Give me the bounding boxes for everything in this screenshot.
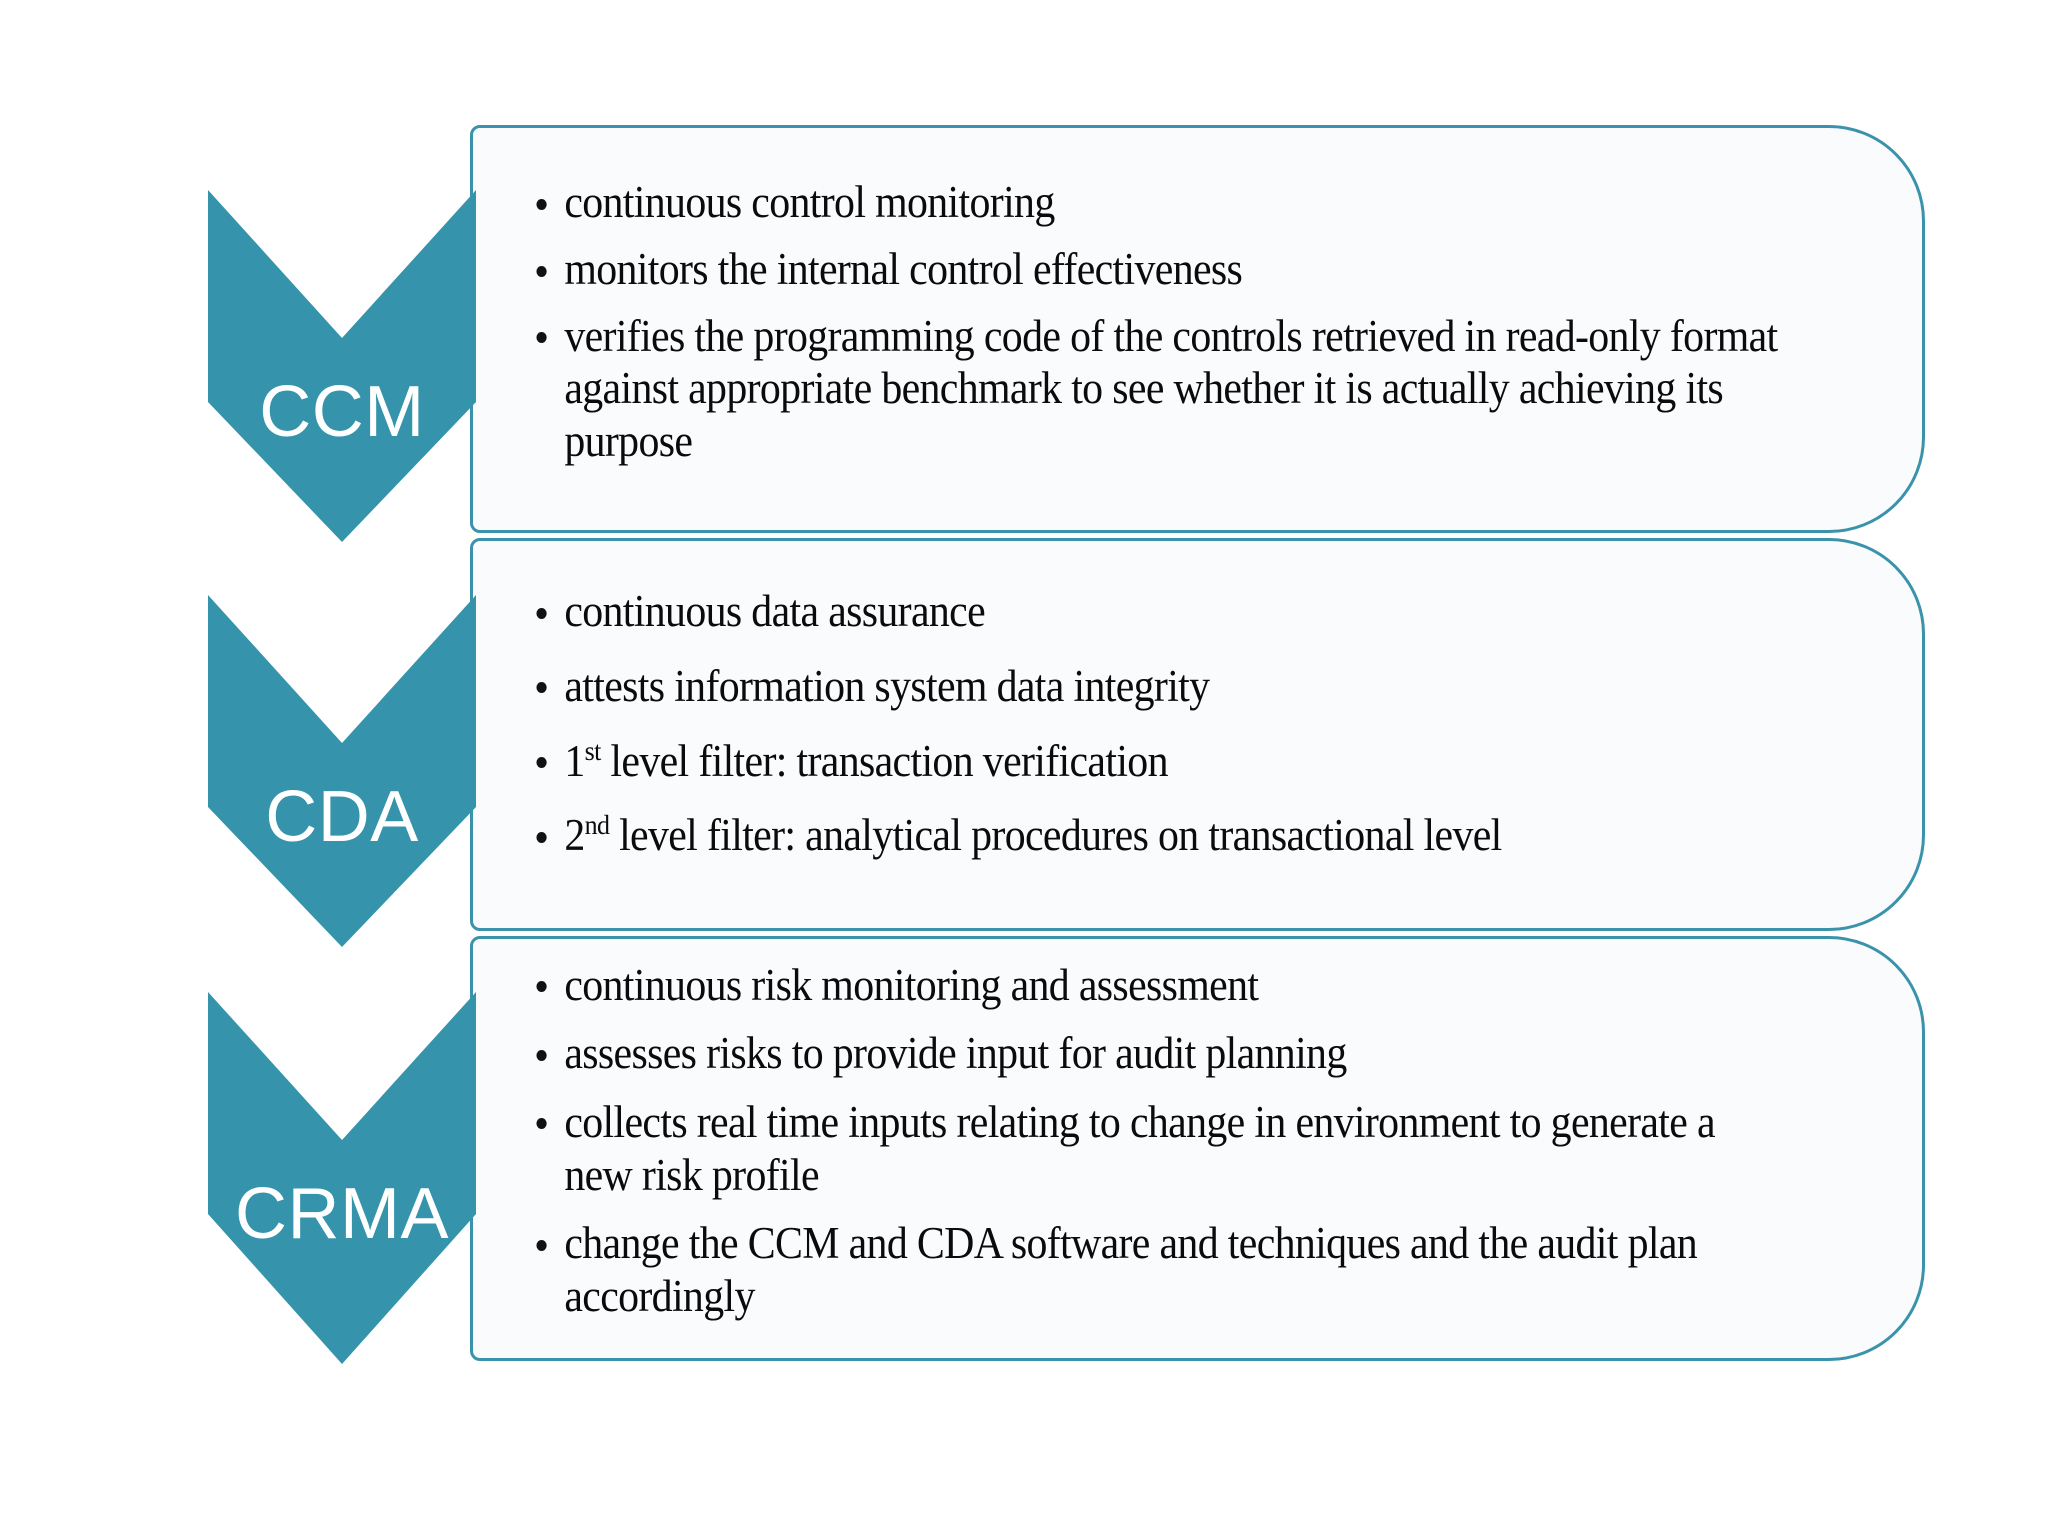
chevron-shape-icon — [208, 992, 476, 1364]
bullet-text: continuous data assurance — [564, 586, 986, 637]
bullet-ordinal-suffix: st — [584, 735, 602, 767]
chevron-ccm: CCM — [208, 190, 476, 542]
list-item: continuous risk monitoring and assessmen… — [529, 959, 1780, 1012]
bullet-text: level filter: transaction verification — [600, 735, 1168, 786]
bullet-ordinal: 2 — [564, 810, 585, 861]
bullet-text: assesses risks to provide input for audi… — [564, 1028, 1347, 1079]
list-item: 2nd level filter: analytical procedures … — [529, 809, 1780, 862]
bullet-text: monitors the internal control effectiven… — [564, 244, 1243, 295]
list-item: continuous control monitoring — [529, 176, 1780, 229]
list-item: collects real time inputs relating to ch… — [529, 1096, 1780, 1201]
bullet-text: attests information system data integrit… — [564, 660, 1210, 711]
list-item: change the CCM and CDA software and tech… — [529, 1217, 1780, 1322]
stage-panel-cda-content: continuous data assurance attests inform… — [529, 541, 1874, 928]
bullet-list-ccm: continuous control monitoring monitors t… — [529, 176, 1874, 481]
list-item: 1st level filter: transaction verificati… — [529, 735, 1780, 788]
stage-panel-ccm-content: continuous control monitoring monitors t… — [529, 128, 1874, 530]
bullet-text: change the CCM and CDA software and tech… — [564, 1218, 1698, 1321]
bullet-list-crma: continuous risk monitoring and assessmen… — [529, 959, 1874, 1339]
list-item: continuous data assurance — [529, 585, 1780, 638]
bullet-ordinal: 1 — [564, 735, 585, 786]
list-item: attests information system data integrit… — [529, 660, 1780, 713]
list-item: verifies the programming code of the con… — [529, 310, 1780, 468]
bullet-list-cda: continuous data assurance attests inform… — [529, 585, 1874, 884]
chevron-shape-icon — [208, 190, 476, 542]
bullet-text: collects real time inputs relating to ch… — [564, 1096, 1715, 1200]
bullet-text: continuous control monitoring — [564, 177, 1055, 228]
bullet-ordinal-suffix: nd — [584, 810, 610, 842]
bullet-text: verifies the programming code of the con… — [564, 310, 1778, 466]
list-item: assesses risks to provide input for audi… — [529, 1027, 1780, 1080]
chevron-shape-icon — [208, 595, 476, 947]
chevron-crma: CRMA — [208, 992, 476, 1364]
stage-panel-cda: continuous data assurance attests inform… — [470, 538, 1925, 931]
bullet-text: continuous risk monitoring and assessmen… — [564, 959, 1259, 1010]
stage-panel-crma-content: continuous risk monitoring and assessmen… — [529, 939, 1874, 1358]
chevron-cda: CDA — [208, 595, 476, 947]
stage-panel-ccm: continuous control monitoring monitors t… — [470, 125, 1925, 533]
stage-panel-crma: continuous risk monitoring and assessmen… — [470, 936, 1925, 1361]
bullet-text: level filter: analytical procedures on t… — [609, 810, 1502, 861]
list-item: monitors the internal control effectiven… — [529, 243, 1780, 296]
